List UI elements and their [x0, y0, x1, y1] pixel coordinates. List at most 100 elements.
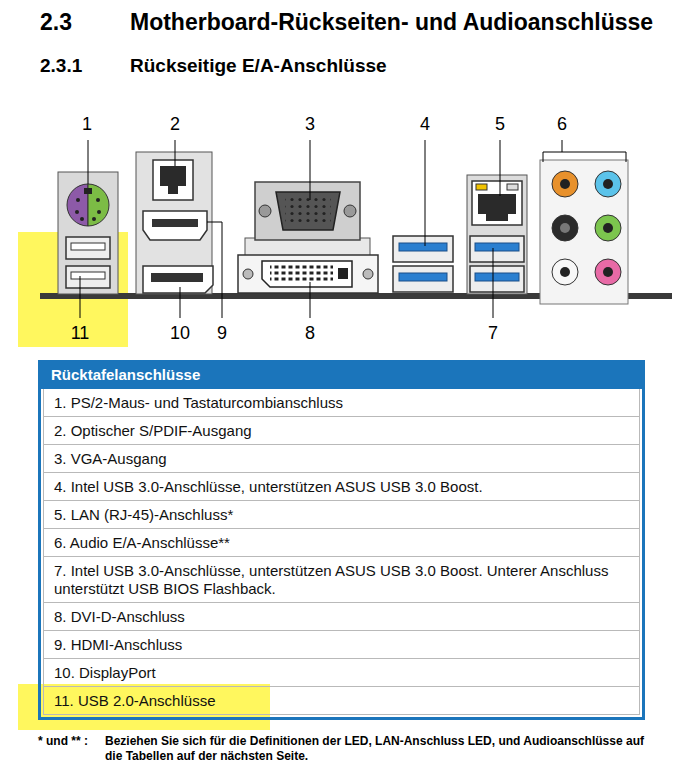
- audio-jack-block: [603, 223, 613, 233]
- callout-number: 11: [71, 322, 90, 344]
- footnote-marker: * und ** :: [38, 734, 88, 749]
- table-cell: 2. Optischer S/PDIF-Ausgang: [54, 422, 629, 440]
- audio-jack-block: [603, 267, 613, 277]
- audio-jack-block: [560, 179, 570, 189]
- spdif-hdmi-dp-block: [136, 152, 212, 294]
- callout-number: 9: [217, 322, 227, 344]
- ps2-usb-block: [71, 272, 105, 279]
- table-cell: 7. Intel USB 3.0-Anschlüsse, unterstütze…: [54, 562, 629, 598]
- usb3-block: [393, 236, 453, 262]
- table-row: 6. Audio E/A-Anschlüsse**: [43, 529, 640, 557]
- spdif-hdmi-dp-block: [143, 266, 213, 293]
- spdif-hdmi-dp-block: [143, 211, 207, 240]
- ps2-usb-block: [58, 172, 118, 294]
- callout-number: 4: [420, 113, 430, 135]
- table-row: 4. Intel USB 3.0-Anschlüsse, unterstütze…: [43, 473, 640, 501]
- vga-dvi-block: [238, 182, 378, 293]
- spdif-hdmi-dp-block: [136, 152, 213, 294]
- leader-line: [500, 140, 501, 196]
- table-row: 2. Optischer S/PDIF-Ausgang: [43, 417, 640, 445]
- leader-line: [310, 282, 311, 318]
- table-cell: 8. DVI-D-Anschluss: [54, 608, 629, 626]
- ps2-usb-block: [97, 210, 101, 214]
- table-cell: 1. PS/2-Maus- und Tastaturcombianschluss: [54, 394, 629, 412]
- table-cell: 4. Intel USB 3.0-Anschlüsse, unterstütze…: [54, 478, 629, 496]
- table-cell: 9. HDMI-Anschluss: [54, 636, 629, 654]
- table-row: 3. VGA-Ausgang: [43, 445, 640, 473]
- spdif-hdmi-dp-block: [160, 166, 186, 194]
- lan-usb3-block: [467, 175, 527, 294]
- leader-line: [175, 140, 176, 166]
- vga-dvi-block: [238, 255, 378, 293]
- audio-jack-block: [552, 259, 578, 285]
- spdif-hdmi-dp-block: [152, 219, 198, 227]
- subsection-number: 2.3.1: [40, 54, 82, 78]
- spdif-hdmi-dp-block: [151, 273, 203, 282]
- callout-number: 2: [170, 113, 180, 135]
- ps2-usb-block: [75, 210, 79, 214]
- section-number: 2.3: [40, 8, 72, 36]
- audio-jack-block: [552, 171, 578, 197]
- lan-usb3-block: [476, 184, 487, 190]
- callout-number: 10: [170, 322, 190, 344]
- audio-jack-block: [552, 215, 578, 241]
- lan-usb3-block: [467, 175, 527, 294]
- leader-line: [207, 222, 222, 318]
- usb3-block: [399, 273, 447, 281]
- lan-usb3-block: [475, 243, 519, 251]
- callout-number: 3: [305, 113, 315, 135]
- audio-jack-block: [595, 259, 621, 285]
- vga-dvi-block: [262, 261, 352, 287]
- audio-jack-block: [540, 160, 628, 304]
- vga-dvi-block: [285, 197, 331, 225]
- table-cell: 11. USB 2.0-Anschlüsse: [54, 692, 629, 710]
- audio-jack-block: [560, 223, 570, 233]
- ps2-usb-block: [80, 217, 84, 221]
- leader-line: [493, 248, 494, 318]
- table-row: 7. Intel USB 3.0-Anschlüsse, unterstütze…: [43, 557, 640, 603]
- vga-dvi-block: [344, 205, 356, 217]
- vga-dvi-block: [243, 269, 253, 279]
- callout-number: 5: [495, 113, 505, 135]
- leader-line: [88, 140, 89, 184]
- ps2-usb-block: [71, 243, 105, 250]
- table-header: Rücktafelanschlüsse: [41, 362, 642, 389]
- vga-dvi-block: [363, 269, 373, 279]
- vga-dvi-block: [276, 192, 340, 230]
- leader-line: [425, 140, 426, 246]
- lan-usb3-block: [478, 194, 516, 221]
- callout-number: 8: [305, 322, 315, 344]
- usb3-block: [393, 236, 453, 292]
- table-row: 9. HDMI-Anschluss: [43, 631, 640, 659]
- usb3-block: [399, 243, 447, 251]
- audio-jack-block: [595, 171, 621, 197]
- leader-line: [310, 140, 311, 200]
- table-cell: 3. VGA-Ausgang: [54, 450, 629, 468]
- leader-line: [80, 140, 626, 318]
- ps2-usb-block: [58, 172, 118, 294]
- vga-dvi-block: [338, 268, 348, 279]
- audio-jack-block: [560, 267, 570, 277]
- table-row: 1. PS/2-Maus- und Tastaturcombianschluss: [43, 389, 640, 417]
- audio-jack-block: [595, 215, 621, 241]
- vga-dvi-block: [270, 264, 333, 283]
- ps2-usb-block: [92, 217, 96, 221]
- section-heading: Motherboard-Rückseiten- und Audioanschlü…: [130, 8, 653, 36]
- audio-jack-block: [540, 160, 628, 304]
- callout-number: 7: [488, 322, 498, 344]
- subsection-heading: Rückseitige E/A-Anschlüsse: [130, 54, 387, 78]
- table-row: 10. DisplayPort: [43, 659, 640, 687]
- callout-number: 6: [557, 113, 567, 135]
- table-cell: 5. LAN (RJ-45)-Anschluss*: [54, 506, 629, 524]
- ps2-usb-block: [66, 237, 110, 259]
- table-row: 11. USB 2.0-Anschlüsse: [43, 687, 640, 715]
- vga-dvi-block: [259, 205, 271, 217]
- leader-line: [80, 276, 81, 318]
- ps2-usb-block: [84, 188, 92, 194]
- lan-usb3-block: [472, 181, 522, 225]
- table-cell: 10. DisplayPort: [54, 664, 629, 682]
- ps2-usb-block: [66, 266, 110, 288]
- table-row: 8. DVI-D-Anschluss: [43, 603, 640, 631]
- usb3-block: [393, 266, 453, 292]
